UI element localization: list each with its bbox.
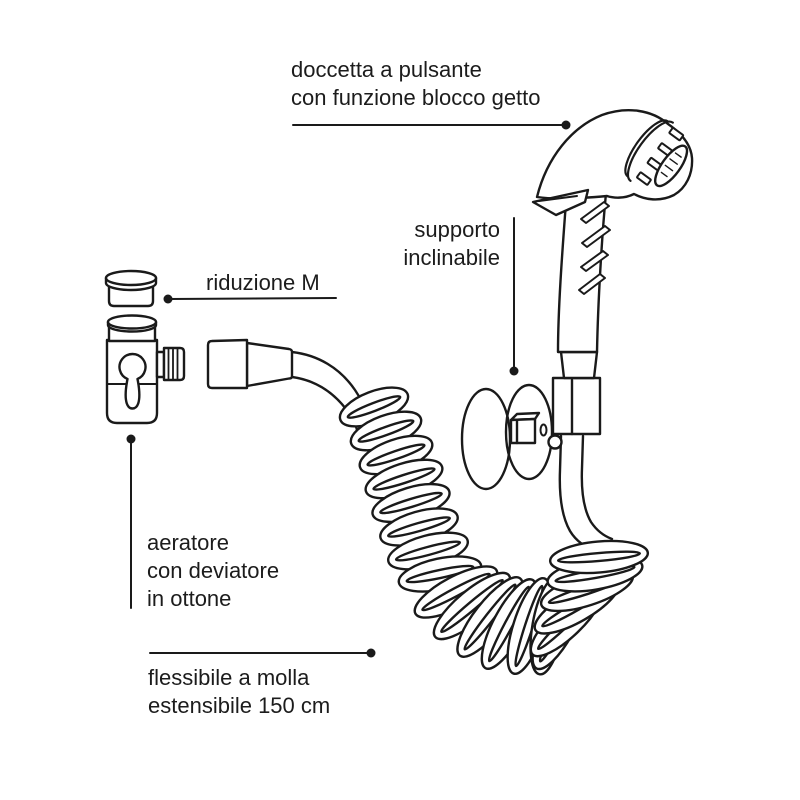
coil-loop <box>358 434 434 476</box>
label-doccetta-line2: con funzione blocco getto <box>291 85 541 110</box>
spray-face <box>624 119 689 188</box>
leader-dot-flessibile <box>366 648 376 658</box>
reducer-cap <box>104 269 158 308</box>
hose-connector <box>206 338 294 390</box>
trigger-fold-line <box>538 195 578 202</box>
support-bracket <box>551 376 602 436</box>
support-screw <box>547 434 563 450</box>
coil-loop <box>413 565 499 619</box>
shower-head <box>535 109 694 201</box>
face-ridge <box>626 120 674 182</box>
label-doccetta-line1: doccetta a pulsante <box>291 57 482 82</box>
side-outlet <box>155 346 186 382</box>
diverter-lever <box>118 352 147 410</box>
leader-dot-doccetta <box>561 120 571 130</box>
reducer-flange-top <box>104 269 158 287</box>
hand-shower <box>531 109 694 354</box>
face-slots <box>636 127 685 186</box>
coil-loop <box>338 386 410 428</box>
label-riduzione: riduzione M <box>206 269 320 297</box>
label-flessibile-line2: estensibile 150 cm <box>148 693 331 718</box>
hose-connector-grip <box>206 338 249 390</box>
label-doccetta: doccetta a pulsante con funzione blocco … <box>291 56 541 112</box>
aerator-flange-top <box>106 314 158 330</box>
aerator-diverter <box>105 314 186 425</box>
leader-dot-riduzione <box>163 294 173 304</box>
label-riduzione-text: riduzione M <box>206 270 320 295</box>
face-ridge <box>624 119 669 178</box>
label-aeratore-line1: aeratore <box>147 530 229 555</box>
suction-disc-front <box>460 387 512 491</box>
tilt-knob <box>509 411 541 445</box>
handle-ferrule <box>559 350 599 380</box>
disc-slot-hole <box>539 423 548 437</box>
coil-loop <box>371 482 451 524</box>
hose-outlet-curve <box>558 434 614 560</box>
leader-dot-supporto <box>509 366 519 376</box>
grip-slashes <box>578 201 611 295</box>
label-aeratore: aeratore con deviatore in ottone <box>147 529 279 613</box>
label-flessibile-line1: flessibile a molla <box>148 665 310 690</box>
label-supporto: supporto inclinabile <box>340 216 500 272</box>
hose-connector-sleeve <box>245 341 294 388</box>
label-flessibile: flessibile a molla estensibile 150 cm <box>148 664 330 720</box>
leader-line-riduzione <box>168 297 337 300</box>
nozzle-texture <box>660 152 682 178</box>
wall-support <box>460 350 602 491</box>
label-supporto-line2: inclinabile <box>403 245 500 270</box>
coil-loop-top <box>548 539 650 575</box>
shower-handle <box>556 191 608 354</box>
leader-dot-aeratore <box>126 434 136 444</box>
label-aeratore-line2: con deviatore <box>147 558 280 583</box>
leader-lines <box>126 120 571 658</box>
coil-loop <box>379 507 459 547</box>
label-aeratore-line3: in ottone <box>147 586 232 611</box>
label-supporto-line1: supporto <box>414 217 500 242</box>
